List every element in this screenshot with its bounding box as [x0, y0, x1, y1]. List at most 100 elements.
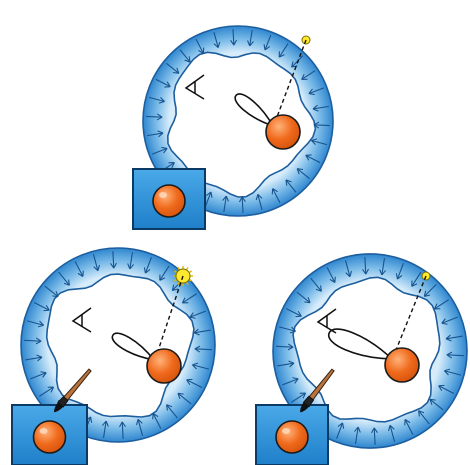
- arrow-shaft: [336, 422, 344, 440]
- arrow-head: [77, 270, 84, 277]
- arrow-shaft: [282, 378, 299, 386]
- arrow-head: [345, 270, 353, 278]
- arrow-shaft: [177, 392, 192, 405]
- arrow-shaft: [74, 261, 84, 277]
- arrow-head: [127, 263, 135, 270]
- arrow-shaft: [179, 49, 191, 63]
- arrow-shaft: [44, 285, 59, 298]
- arrow-shaft: [232, 29, 235, 46]
- arrow-head: [255, 193, 263, 201]
- inward-arrows: [146, 29, 330, 213]
- arrow-shaft: [182, 293, 198, 304]
- arrow-head: [291, 61, 298, 68]
- arrow-head: [230, 39, 238, 46]
- arrow-shaft: [159, 265, 170, 281]
- reflection-lobe: [111, 332, 156, 362]
- arrow-shaft: [389, 425, 396, 442]
- arrow-shaft: [311, 139, 328, 146]
- arrow-head: [404, 419, 411, 426]
- arrow-shaft: [277, 362, 295, 367]
- arrow-head: [411, 280, 418, 287]
- arrow-head: [152, 413, 159, 420]
- swatch-ball: [32, 420, 67, 454]
- arrow-head: [296, 168, 304, 175]
- viewer-eye-icon: [316, 308, 337, 334]
- arrow-head: [47, 386, 55, 393]
- arrow-head: [387, 424, 395, 432]
- arrow-head: [362, 268, 369, 275]
- arrow-shaft: [249, 30, 253, 46]
- arrow-head: [171, 284, 179, 291]
- arrow-head: [40, 371, 47, 378]
- arrow-head: [213, 41, 221, 49]
- arrow-shaft: [312, 105, 329, 110]
- arrow-head: [37, 320, 44, 328]
- arrow-shaft: [58, 271, 70, 286]
- arrow-head: [238, 196, 246, 203]
- swatch-ball-highlight: [159, 192, 167, 198]
- arrow-shaft: [102, 420, 107, 438]
- arrow-shaft: [278, 43, 289, 58]
- arrow-shaft: [396, 262, 404, 280]
- arrow-shaft: [129, 252, 134, 270]
- arrow-head: [288, 360, 295, 368]
- arrow-shaft: [30, 372, 47, 380]
- paintbrush-icon: [300, 368, 335, 413]
- arrow-shaft: [418, 410, 430, 425]
- arrow-shaft: [144, 256, 152, 274]
- arrow-head: [143, 267, 151, 274]
- arrow-head: [172, 67, 180, 74]
- arrow-shaft: [166, 404, 178, 419]
- arrow-head: [311, 138, 318, 146]
- arrow-shaft: [166, 62, 180, 74]
- arrow-head: [157, 130, 164, 138]
- arrow-head: [184, 56, 191, 63]
- arrow-shaft: [148, 96, 165, 103]
- swatch-ball-highlight: [282, 428, 290, 434]
- arrow-shaft: [24, 339, 42, 342]
- arrow-head: [63, 279, 70, 286]
- arrow-head: [135, 418, 143, 426]
- arrow-head: [285, 179, 292, 186]
- arrow-head: [247, 40, 254, 47]
- arrow-shaft: [423, 283, 437, 297]
- arrow-head: [304, 297, 311, 304]
- arrow-head: [110, 262, 117, 269]
- arrow-head: [446, 351, 453, 359]
- arrow-shaft: [147, 132, 164, 137]
- arrow-head: [299, 392, 307, 399]
- arrow-shaft: [404, 419, 414, 435]
- arrow-head: [119, 421, 126, 428]
- arrow-head: [161, 146, 168, 154]
- arrow-shaft: [313, 124, 330, 127]
- arrow-head: [441, 318, 448, 325]
- arrow-shaft: [305, 154, 321, 164]
- arrow-head: [271, 188, 278, 195]
- scene-bottom-left: [11, 247, 216, 465]
- scene-top: [132, 25, 334, 230]
- scene-bottom-right: [255, 253, 468, 465]
- arrow-shaft: [279, 326, 296, 332]
- arrow-head: [312, 104, 319, 112]
- viewer-eye-icon: [184, 74, 205, 100]
- arrow-shaft: [354, 426, 359, 444]
- arrow-head: [423, 290, 431, 297]
- arrow-shaft: [92, 254, 99, 271]
- arrow-head: [166, 404, 173, 411]
- light-direction-line: [157, 275, 184, 352]
- arrow-shaft: [257, 194, 263, 210]
- arrow-head: [156, 113, 163, 121]
- arrow-head: [308, 88, 315, 96]
- material-swatch: [132, 168, 206, 230]
- arrow-head: [353, 426, 361, 433]
- arrow-shaft: [434, 299, 450, 310]
- arrow-shaft: [296, 291, 311, 304]
- arrow-shaft: [290, 392, 306, 403]
- arrow-head: [438, 384, 445, 392]
- arrow-shaft: [285, 179, 297, 193]
- light-direction-line: [395, 275, 427, 351]
- swatch-ball-highlight: [39, 428, 48, 434]
- arrow-head: [289, 326, 296, 334]
- arrow-head: [371, 427, 378, 434]
